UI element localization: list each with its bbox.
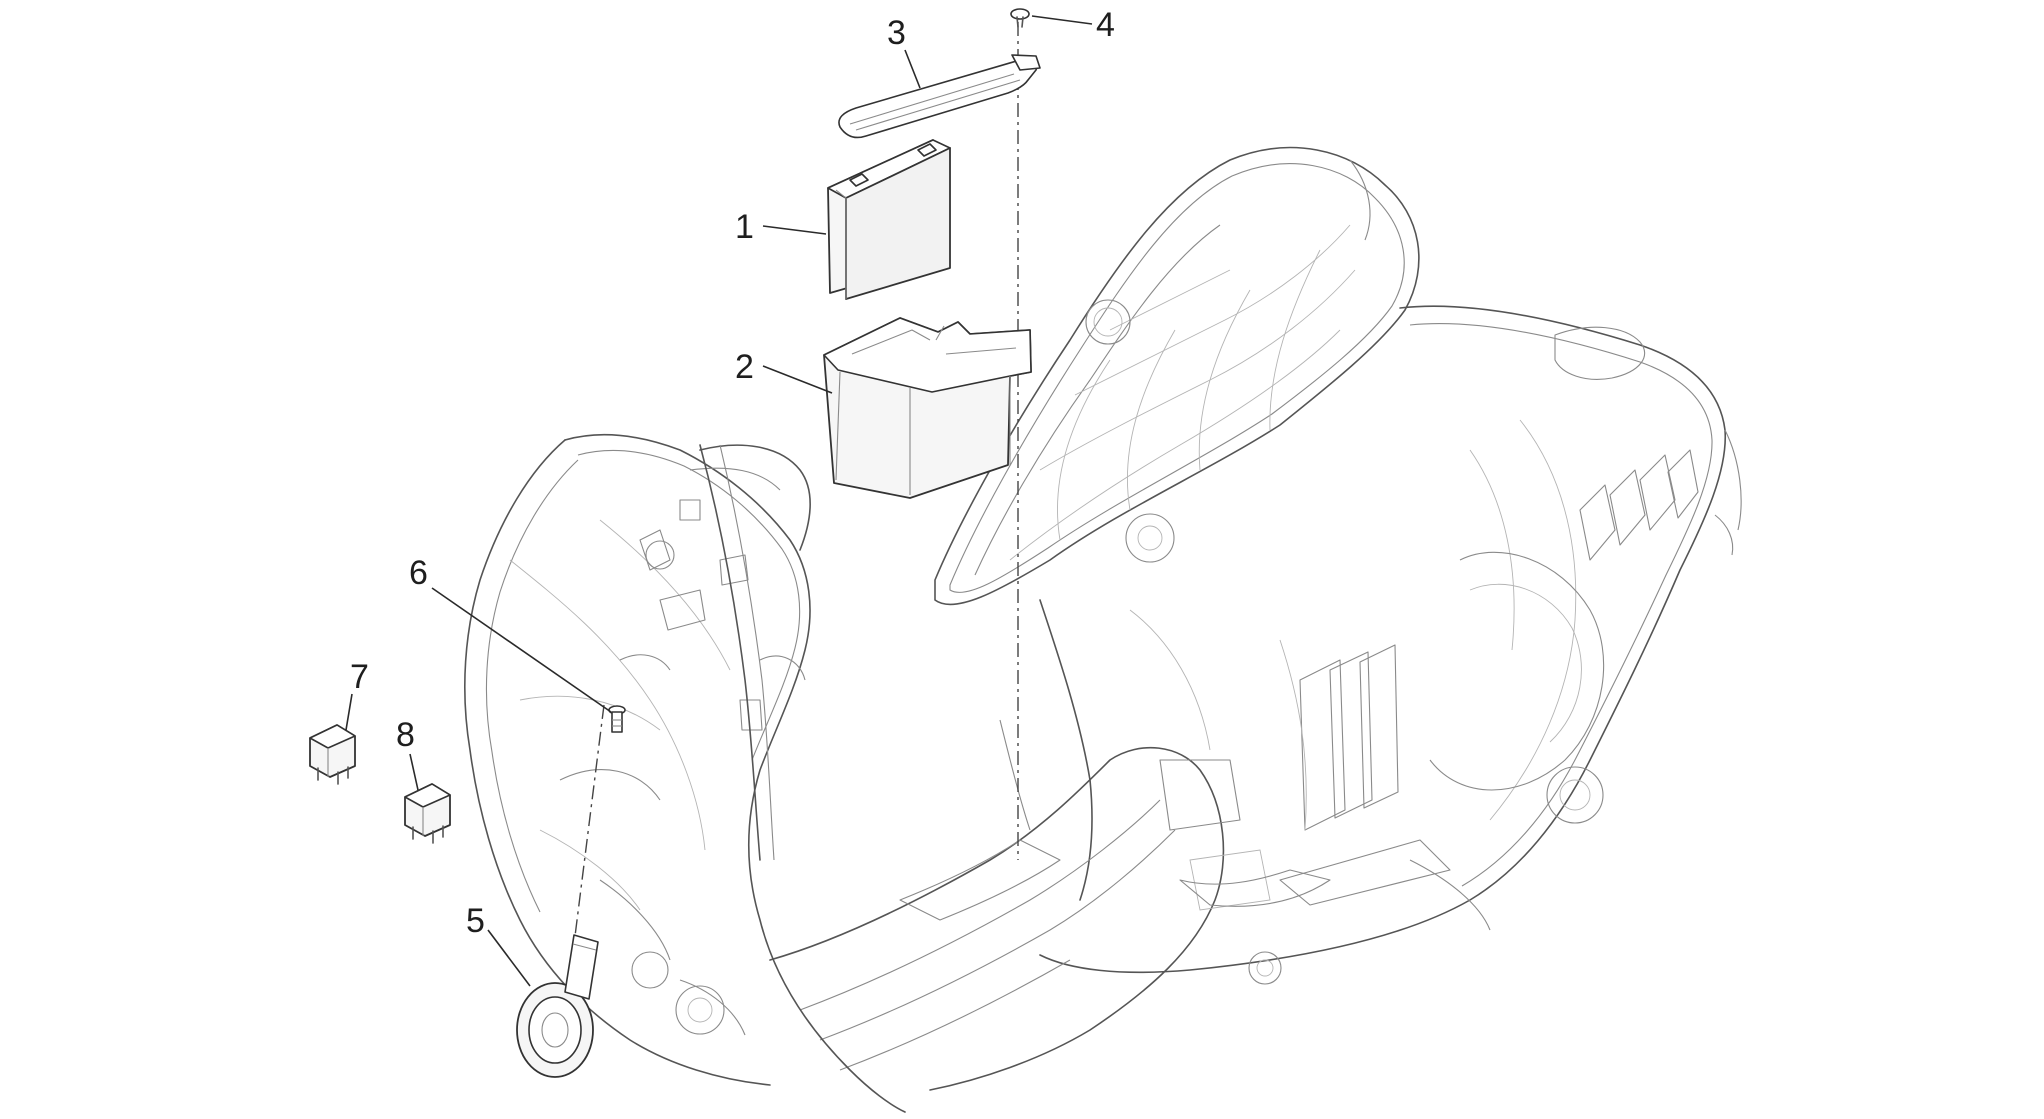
rear-body-panel <box>1039 305 1742 974</box>
callout-number-8: 8 <box>396 716 415 754</box>
scooter-frame-drawing <box>463 146 1742 1113</box>
callout-4: 4 <box>1031 6 1115 44</box>
callout-5: 5 <box>466 902 531 987</box>
callout-8: 8 <box>396 716 419 791</box>
relay-7 <box>309 724 356 785</box>
callout-number-4: 4 <box>1096 6 1115 44</box>
relay-8 <box>404 783 451 844</box>
steering-column <box>645 444 775 861</box>
battery-box <box>823 317 1032 499</box>
center-tunnel <box>1039 599 1399 901</box>
screw <box>1010 8 1030 28</box>
callout-7: 7 <box>345 658 369 731</box>
legshield-frame <box>463 434 906 1113</box>
bolt <box>608 705 626 733</box>
callout-number-7: 7 <box>350 658 369 696</box>
battery <box>827 139 951 300</box>
horn <box>516 934 599 1078</box>
callout-2: 2 <box>735 348 833 394</box>
callout-number-1: 1 <box>735 208 754 246</box>
floorboard <box>769 719 1491 1091</box>
callout-number-5: 5 <box>466 902 485 940</box>
callout-number-6: 6 <box>409 554 428 592</box>
callout-number-3: 3 <box>887 14 906 52</box>
battery-strap <box>838 54 1041 139</box>
callout-3: 3 <box>887 14 921 89</box>
callout-1: 1 <box>735 208 827 246</box>
seat-storage-tray <box>934 146 1420 606</box>
callout-6: 6 <box>409 554 612 713</box>
callout-number-2: 2 <box>735 348 754 386</box>
